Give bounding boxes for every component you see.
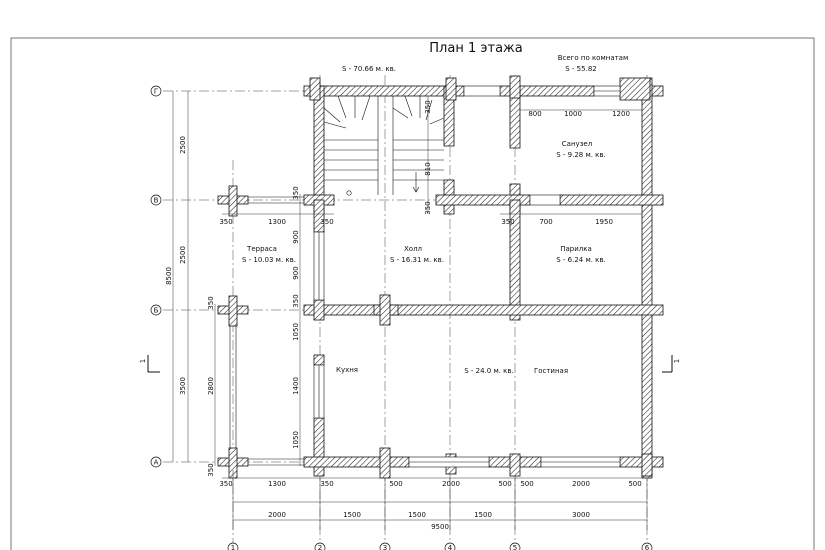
room-name-kuhnya: Кухня <box>336 366 358 374</box>
dim-sanuzel-1: 800 <box>528 110 541 118</box>
dim-inner-bottom-1: 1050 <box>292 323 300 341</box>
walls <box>217 75 664 479</box>
dim-parilka-2: 700 <box>539 218 552 226</box>
axis-letter-v: В <box>154 197 159 205</box>
axis-number-5: 5 <box>513 544 517 550</box>
dim-bottom2-5: 3000 <box>572 511 590 519</box>
axis-letter-a: А <box>154 459 159 467</box>
dim-terrace-2: 1300 <box>268 218 286 226</box>
dim-parilka-3: 1950 <box>595 218 613 226</box>
axis-number-6: 6 <box>645 544 650 550</box>
dim-left-sub-2: 2800 <box>207 377 215 395</box>
dim-bottom-total: 9500 <box>431 523 449 531</box>
room-name-terrasa: Терраса <box>246 245 277 253</box>
section-mark-right: 1 <box>673 359 681 363</box>
dim-bottom1-6: 500 <box>498 480 511 488</box>
room-area-terrasa: S - 10.03 м. кв. <box>242 256 296 264</box>
dim-left-sub-3: 350 <box>207 463 215 476</box>
room-area-holl: S - 16.31 м. кв. <box>390 256 444 264</box>
dim-bottom2-4: 1500 <box>474 511 492 519</box>
dim-bottom1-5: 2000 <box>442 480 460 488</box>
staircase <box>323 95 445 196</box>
dim-inner-bottom-3: 1050 <box>292 431 300 449</box>
drawing-frame <box>10 37 815 550</box>
dim-bottom2-3: 1500 <box>408 511 426 519</box>
axis-number-markers <box>227 542 653 550</box>
dim-bottom1-7: 500 <box>520 480 533 488</box>
dim-stair-3: 350 <box>424 201 432 214</box>
dim-left-2: 2500 <box>179 246 187 264</box>
dim-bottom1-3: 350 <box>320 480 333 488</box>
room-name-holl: Холл <box>404 245 422 253</box>
dim-inner-top-2: 900 <box>292 230 300 243</box>
dim-inner-bottom-2: 1400 <box>292 377 300 395</box>
room-area-sanuzel: S - 9.28 м. кв. <box>556 151 606 159</box>
section-markers <box>147 355 673 373</box>
dim-parilka-1: 350 <box>501 218 514 226</box>
dim-sanuzel-2: 1000 <box>564 110 582 118</box>
axis-number-3: 3 <box>383 544 387 550</box>
dim-terrace-3: 350 <box>320 218 333 226</box>
dim-left-total: 8500 <box>165 267 173 285</box>
room-name-gostinaya: Гостиная <box>534 367 568 375</box>
axis-number-1: 1 <box>231 544 235 550</box>
dimension-lines <box>172 91 648 530</box>
windows <box>313 85 621 468</box>
room-name-sanuzel: Санузел <box>562 140 592 148</box>
total-label: Всего по комнатам <box>558 54 629 62</box>
room-area-gostinaya: S - 24.0 м. кв. <box>464 367 514 375</box>
floor-area: S - 70.66 м. кв. <box>342 65 396 73</box>
dim-bottom1-2: 1300 <box>268 480 286 488</box>
dim-left-3: 3500 <box>179 377 187 395</box>
room-name-parilka: Парилка <box>560 245 592 253</box>
dim-inner-top-3: 900 <box>292 266 300 279</box>
dim-left-1: 2500 <box>179 136 187 154</box>
dim-sanuzel-3: 1200 <box>612 110 630 118</box>
axis-number-2: 2 <box>318 544 322 550</box>
terrace-railing <box>229 196 304 466</box>
dim-bottom1-9: 500 <box>628 480 641 488</box>
dim-bottom1-8: 2000 <box>572 480 590 488</box>
total-value: S - 55.82 <box>565 65 596 73</box>
section-mark-left: 1 <box>139 359 147 363</box>
dim-inner-top-4: 350 <box>292 294 300 307</box>
dim-bottom1-4: 500 <box>389 480 402 488</box>
dim-bottom2-2: 1500 <box>343 511 361 519</box>
axis-number-4: 4 <box>448 544 453 550</box>
dim-stair-2: 810 <box>424 162 432 175</box>
dim-terrace-1: 350 <box>219 218 232 226</box>
dim-inner-top-1: 350 <box>292 186 300 199</box>
axis-letter-b: Б <box>154 307 159 315</box>
axis-letter-markers <box>150 85 162 468</box>
dim-left-sub-1: 350 <box>207 296 215 309</box>
dim-bottom1-1: 350 <box>219 480 232 488</box>
dim-stair-1: 350 <box>424 100 432 113</box>
dim-bottom2-1: 2000 <box>268 511 286 519</box>
room-area-parilka: S - 6.24 м. кв. <box>556 256 606 264</box>
plan-title: План 1 этажа <box>429 41 522 56</box>
axis-letter-g: Г <box>154 88 158 96</box>
